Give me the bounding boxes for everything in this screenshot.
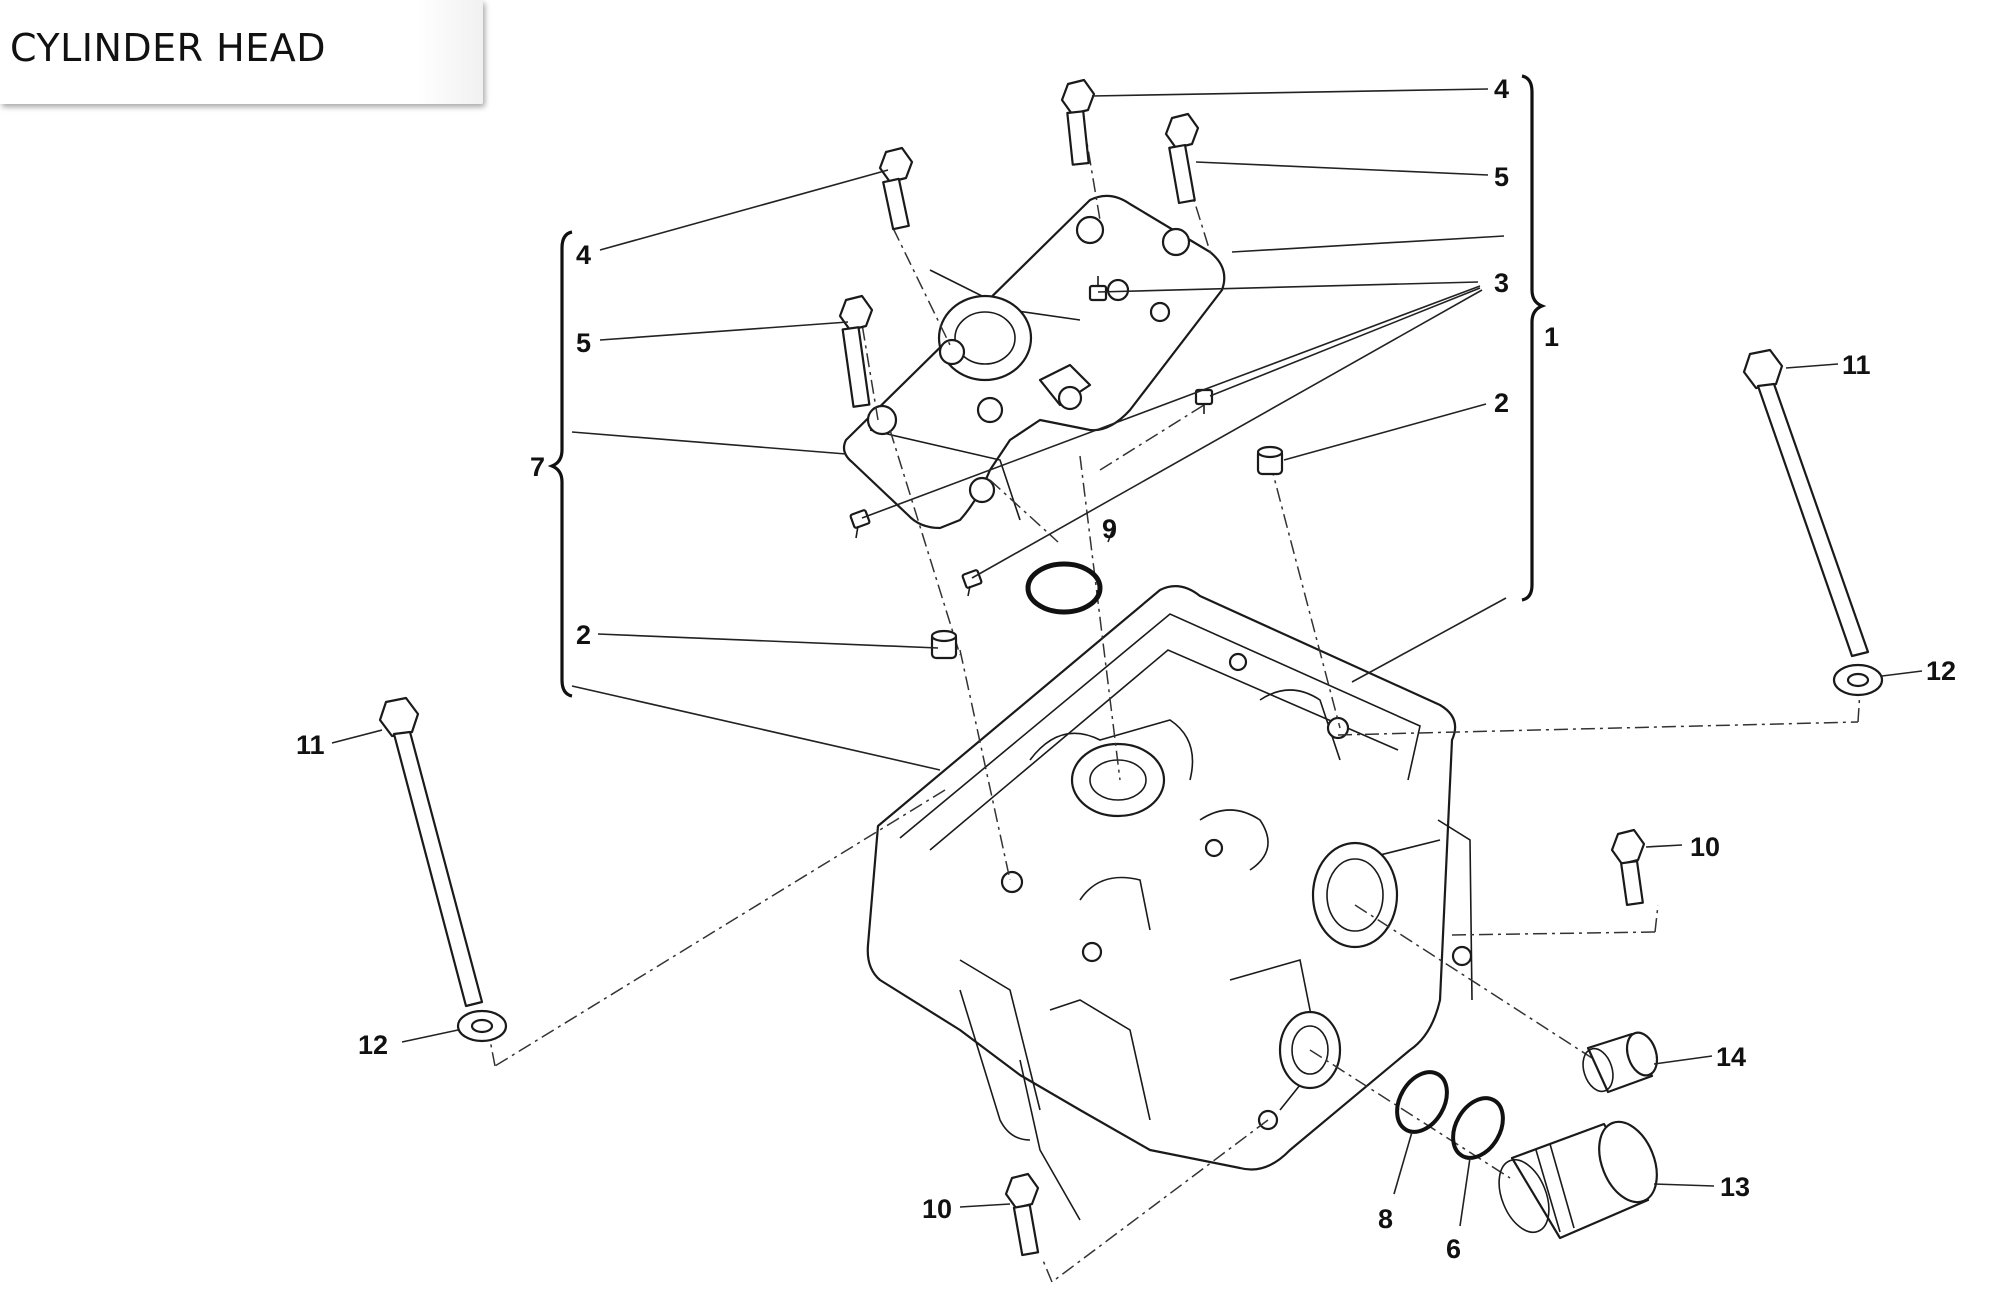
stud-11-left	[378, 696, 484, 1008]
stud-11-right	[1742, 348, 1870, 658]
callout-1: 1	[1544, 322, 1559, 352]
fitting-3-a	[1088, 276, 1108, 302]
callout-13: 13	[1720, 1172, 1750, 1202]
bolt-5-right	[1164, 112, 1200, 205]
assembly-lines	[489, 124, 1861, 1283]
page-title: CYLINDER HEAD	[10, 26, 326, 70]
callout-12-right: 12	[1926, 656, 1956, 686]
cam-carrier	[842, 194, 1226, 530]
title-tab: CYLINDER HEAD	[0, 0, 483, 104]
fitting-3-c	[849, 509, 871, 539]
callout-10-bottom: 10	[922, 1194, 952, 1224]
washer-12-left	[456, 1009, 508, 1043]
callout-14: 14	[1716, 1042, 1746, 1072]
dowel-2-right	[1256, 445, 1284, 476]
callout-3: 3	[1494, 268, 1509, 298]
brace-group-1	[1521, 74, 1547, 602]
dowel-2-left	[930, 629, 958, 660]
leader-lines	[331, 88, 1923, 1227]
fitting-3-b	[1194, 388, 1214, 414]
callout-10-right: 10	[1690, 832, 1720, 862]
callout-6: 6	[1446, 1234, 1461, 1264]
o-ring-9	[1025, 561, 1103, 615]
callout-5-right: 5	[1494, 162, 1509, 192]
callout-11-right: 11	[1842, 350, 1871, 380]
o-ring-8	[1395, 1070, 1449, 1134]
bushing-14	[1582, 1031, 1659, 1094]
bolt-10-bottom	[1004, 1172, 1040, 1257]
callout-12-left: 12	[358, 1030, 388, 1060]
callout-4-left: 4	[576, 240, 591, 270]
callout-11-left: 11	[296, 730, 325, 760]
o-ring-6	[1451, 1096, 1505, 1160]
bolt-10-right	[1610, 828, 1646, 907]
callout-4-right: 4	[1494, 74, 1509, 104]
brace-group-7	[547, 230, 573, 698]
callout-7: 7	[530, 452, 545, 482]
bolt-4-left	[878, 146, 914, 231]
bolt-4-right	[1060, 78, 1096, 166]
callout-2-left: 2	[576, 620, 591, 650]
callout-2-right: 2	[1494, 388, 1509, 418]
plug-13	[1498, 1120, 1658, 1240]
callout-9: 9	[1102, 514, 1117, 544]
callout-8: 8	[1378, 1204, 1393, 1234]
cylinder-head-body	[866, 585, 1473, 1221]
washer-12-right	[1832, 663, 1884, 697]
bolt-5-left	[838, 294, 874, 408]
callout-5-left: 5	[576, 328, 591, 358]
callout-labels: 1 2 2 3 4 4 5 5 6 7 8 9 10 10 11 11 12 1…	[296, 74, 1956, 1264]
